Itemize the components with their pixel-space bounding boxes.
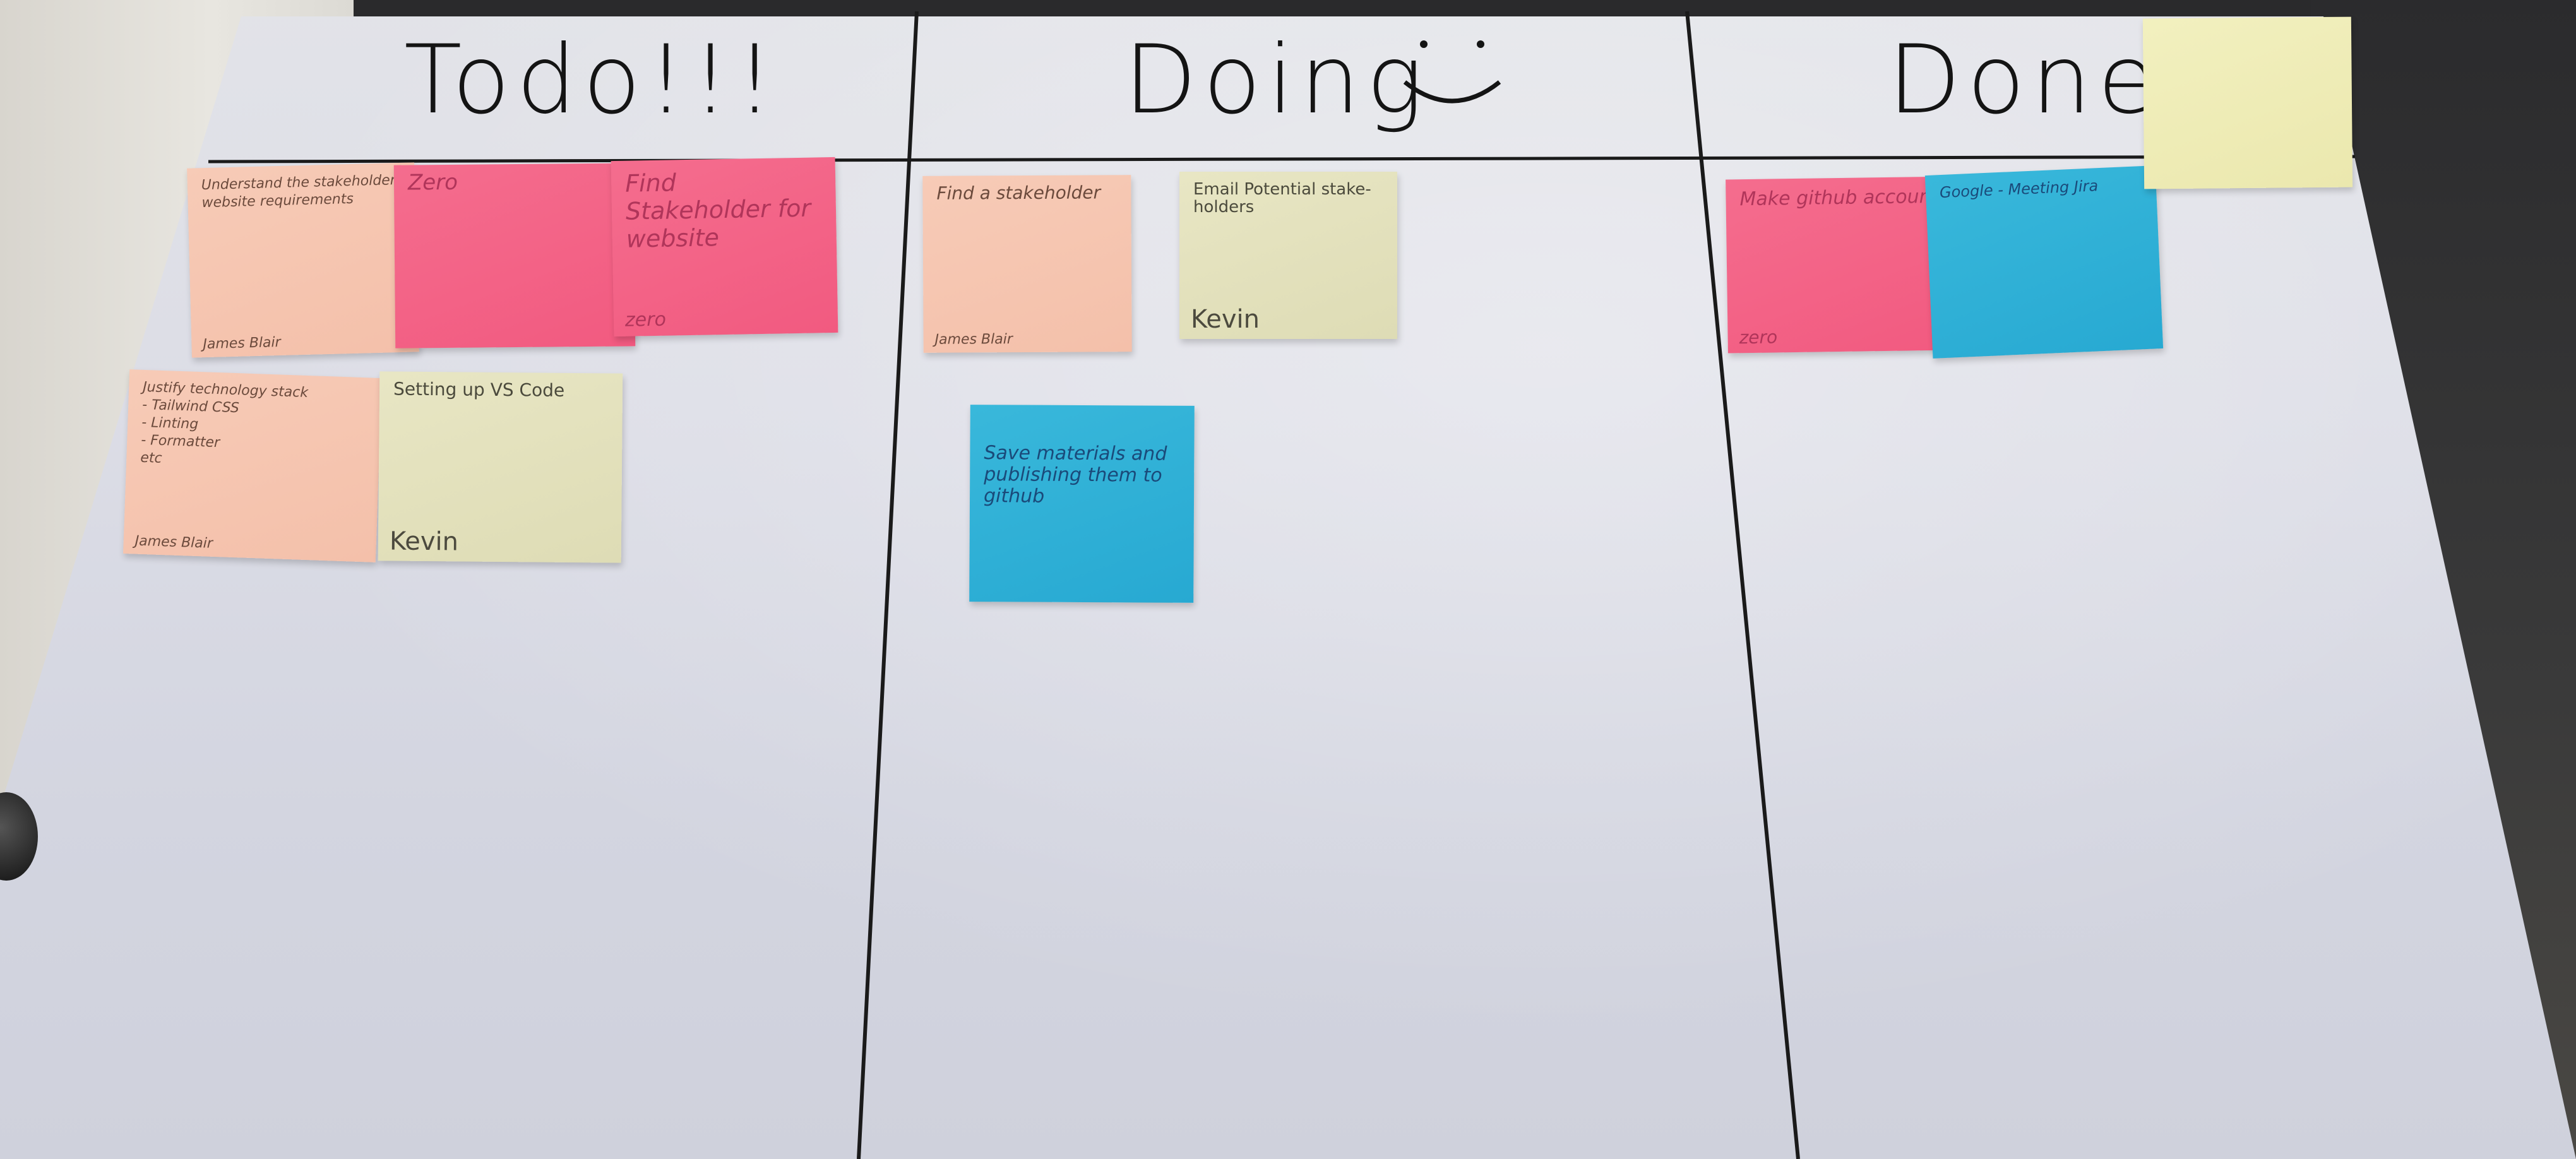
sticky-note-find-a-stakeholder[interactable]: Find a stakeholder James Blair: [922, 175, 1132, 353]
column-title-done: Done: [1888, 25, 2162, 135]
sticky-note-setup-vscode[interactable]: Setting up VS Code Kevin: [378, 371, 623, 563]
note-signature: Kevin: [389, 526, 459, 557]
note-text: Justify technology stack - Tailwind CSS …: [140, 379, 309, 467]
column-title-doing: Doing: [1124, 25, 1430, 135]
column-divider-1: [857, 11, 919, 1159]
note-signature: James Blair: [934, 331, 1013, 348]
sticky-note-google-meeting[interactable]: Google - Meeting Jira: [1924, 165, 2164, 359]
note-text: [2157, 26, 2340, 28]
note-text: Setting up VS Code: [393, 378, 565, 401]
column-title-todo: Todo!!!: [404, 25, 780, 135]
sticky-note-email-stakeholders[interactable]: Email Potential stake-holders Kevin: [1179, 172, 1397, 339]
note-signature: James Blair: [134, 533, 213, 552]
sticky-note-justify-stack[interactable]: Justify technology stack - Tailwind CSS …: [123, 369, 382, 562]
note-text: Email Potential stake-holders: [1193, 180, 1371, 217]
sticky-note-save-materials[interactable]: Save materials and publishing them to gi…: [969, 405, 1195, 603]
note-signature: Kevin: [1191, 305, 1260, 334]
sticky-note-understand-requirements[interactable]: Understand the stakeholder website requi…: [187, 162, 419, 358]
note-text: Understand the stakeholder website requi…: [201, 172, 397, 211]
smiley-face: [1398, 19, 1506, 136]
header-divider-line: [208, 155, 2356, 163]
note-signature: zero: [1739, 326, 1778, 348]
column-divider-2: [1685, 11, 1800, 1159]
note-text: Find Stakeholder for website: [624, 169, 811, 253]
note-text: Google - Meeting Jira: [1939, 177, 2099, 202]
sticky-note-blank[interactable]: [2142, 16, 2353, 189]
sticky-note-find-stakeholder[interactable]: Find Stakeholder for website zero: [611, 157, 838, 337]
smiley-icon: [1403, 40, 1501, 104]
note-signature: zero: [624, 308, 667, 331]
note-text: Find a stakeholder: [936, 182, 1101, 204]
note-text: Make github account: [1739, 185, 1939, 211]
sticky-note-zero[interactable]: Zero: [393, 163, 636, 348]
sticky-note-github-account[interactable]: Make github account zero: [1726, 176, 1955, 354]
note-text: Zero: [407, 169, 458, 196]
note-text: Save materials and publishing them to gi…: [983, 442, 1167, 508]
note-signature: James Blair: [203, 334, 281, 353]
